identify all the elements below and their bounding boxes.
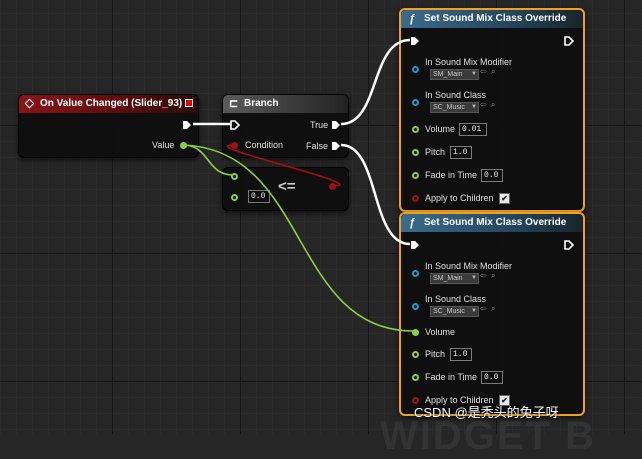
- override-2-fade-label: Fade in Time: [425, 372, 478, 382]
- branch-icon: ⊏: [229, 98, 239, 110]
- override-2-modifier-dropdown[interactable]: SM_Main ▼: [430, 273, 479, 284]
- override-2-fade-pin[interactable]: [412, 374, 419, 381]
- use-asset-arrow-icon[interactable]: ⇦: [480, 304, 487, 313]
- branch-false-out-pin[interactable]: [331, 141, 341, 151]
- override-1-modifier-dropdown[interactable]: SM_Main ▼: [430, 69, 479, 80]
- override-1-exec-out-pin[interactable]: [564, 36, 574, 46]
- override-2-volume-label: Volume: [425, 327, 456, 337]
- override-1-volume-pin[interactable]: [412, 126, 419, 133]
- override-1-pitch-pin[interactable]: [412, 149, 419, 156]
- set-sound-mix-override-node-2[interactable]: ƒ Set Sound Mix Class Override In Sound …: [399, 212, 585, 416]
- override-1-fade-pin[interactable]: [412, 172, 419, 179]
- function-icon: ƒ: [409, 13, 416, 25]
- branch-title: Branch: [244, 98, 279, 109]
- compare-a-in-pin[interactable]: [231, 173, 238, 180]
- override-1-exec-in-pin[interactable]: [410, 36, 420, 46]
- override-2-title: Set Sound Mix Class Override: [424, 217, 567, 228]
- override-1-modifier-pin[interactable]: [412, 66, 419, 73]
- override-2-modifier-value: SM_Main: [433, 275, 463, 282]
- override-2-volume-pin[interactable]: [412, 329, 419, 336]
- chevron-down-icon: ▼: [471, 71, 477, 77]
- value-label: Value: [152, 140, 175, 150]
- override-1-pitch-label: Pitch: [425, 147, 446, 157]
- branch-true-out-pin[interactable]: [331, 120, 341, 130]
- browse-asset-search-icon[interactable]: ⌕: [491, 67, 496, 76]
- override-1-children-checkbox[interactable]: ✔: [499, 193, 510, 204]
- exec-out-pin[interactable]: [182, 120, 192, 130]
- browse-asset-search-icon[interactable]: ⌕: [491, 100, 496, 109]
- override-1-title: Set Sound Mix Class Override: [424, 13, 567, 24]
- compare-b-value[interactable]: 0.0: [248, 190, 270, 203]
- override-2-class-dropdown[interactable]: SC_Music ▼: [430, 306, 479, 317]
- override-1-header[interactable]: ƒ Set Sound Mix Class Override: [401, 10, 583, 28]
- condition-label: Condition: [245, 140, 284, 150]
- override-1-modifier-label: In Sound Mix Modifier: [425, 57, 513, 67]
- condition-in-pin[interactable]: [231, 142, 238, 149]
- override-1-children-pin[interactable]: [412, 195, 419, 202]
- override-2-modifier-pin[interactable]: [412, 270, 419, 277]
- override-2-children-pin[interactable]: [412, 397, 419, 404]
- override-1-class-label: In Sound Class: [425, 90, 487, 100]
- override-1-class-value: SC_Music: [433, 104, 465, 111]
- override-1-fade-value[interactable]: 0.0: [481, 169, 503, 182]
- branch-true-label: True: [310, 120, 329, 130]
- set-sound-mix-override-node-1[interactable]: ƒ Set Sound Mix Class Override In Sound …: [399, 8, 585, 212]
- override-2-pitch-label: Pitch: [425, 349, 446, 359]
- chevron-down-icon: ▼: [471, 104, 477, 110]
- override-1-volume-value[interactable]: 0.01: [459, 123, 487, 136]
- override-1-children-label: Apply to Children: [425, 193, 494, 203]
- branch-header[interactable]: ⊏ Branch: [223, 95, 348, 113]
- use-asset-arrow-icon[interactable]: ⇦: [480, 100, 487, 109]
- watermark: CSDN @是秃头的兔子呀: [414, 405, 559, 420]
- use-asset-arrow-icon[interactable]: ⇦: [480, 67, 487, 76]
- override-2-pitch-pin[interactable]: [412, 351, 419, 358]
- override-1-pitch-value[interactable]: 1.0: [450, 146, 472, 159]
- use-asset-arrow-icon[interactable]: ⇦: [480, 271, 487, 280]
- branch-false-label: False: [306, 141, 329, 151]
- compare-b-in-pin[interactable]: [231, 194, 238, 201]
- override-1-class-dropdown[interactable]: SC_Music ▼: [430, 102, 479, 113]
- override-2-exec-in-pin[interactable]: [410, 240, 420, 250]
- chevron-down-icon: ▼: [471, 275, 477, 281]
- chevron-down-icon: ▼: [471, 308, 477, 314]
- override-2-class-label: In Sound Class: [425, 294, 487, 304]
- override-2-exec-out-pin[interactable]: [564, 240, 574, 250]
- browse-asset-search-icon[interactable]: ⌕: [491, 304, 496, 313]
- event-diamond-icon: [24, 98, 35, 109]
- override-2-class-value: SC_Music: [433, 308, 465, 315]
- compare-node[interactable]: 0.0 <=: [222, 167, 349, 211]
- branch-exec-in-pin[interactable]: [230, 120, 240, 130]
- delegate-pin-icon[interactable]: [185, 99, 193, 107]
- function-icon: ƒ: [409, 217, 416, 229]
- on-value-changed-node[interactable]: On Value Changed (Slider_93) Value: [18, 94, 199, 158]
- override-2-children-label: Apply to Children: [425, 395, 494, 405]
- override-2-header[interactable]: ƒ Set Sound Mix Class Override: [401, 214, 583, 232]
- override-1-volume-label: Volume: [425, 124, 456, 134]
- override-1-fade-label: Fade in Time: [425, 170, 478, 180]
- compare-operator: <=: [278, 178, 296, 195]
- override-2-fade-value[interactable]: 0.0: [481, 371, 503, 384]
- override-2-class-pin[interactable]: [412, 303, 419, 310]
- on-value-changed-header[interactable]: On Value Changed (Slider_93): [19, 95, 198, 113]
- compare-result-out-pin[interactable]: [329, 183, 336, 190]
- override-1-modifier-value: SM_Main: [433, 71, 463, 78]
- branch-node[interactable]: ⊏ Branch True Condition False: [222, 94, 349, 158]
- browse-asset-search-icon[interactable]: ⌕: [491, 271, 496, 280]
- on-value-changed-title: On Value Changed (Slider_93): [40, 98, 183, 109]
- override-2-children-checkbox[interactable]: ✔: [499, 395, 510, 406]
- override-1-class-pin[interactable]: [412, 99, 419, 106]
- value-out-pin[interactable]: [180, 142, 187, 149]
- override-2-pitch-value[interactable]: 1.0: [450, 348, 472, 361]
- override-2-modifier-label: In Sound Mix Modifier: [425, 261, 513, 271]
